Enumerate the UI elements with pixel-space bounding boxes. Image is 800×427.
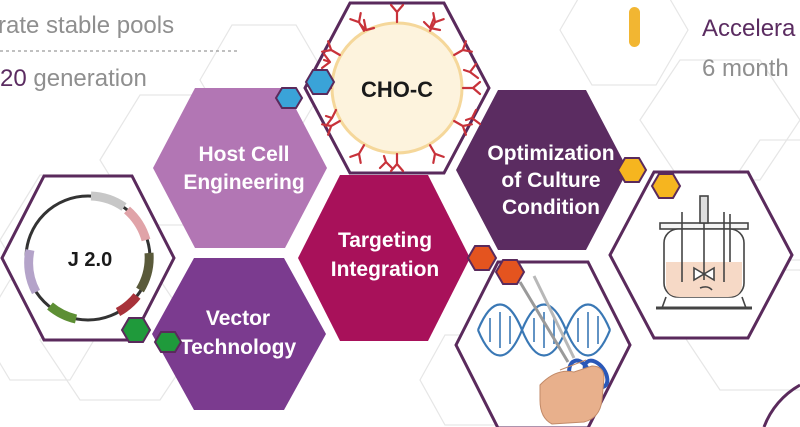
hex-cho-cell: CHO-C	[303, 1, 491, 175]
targeting-line2: Integration	[331, 258, 440, 281]
connector-hex-blue	[304, 69, 336, 95]
host-cell-line1: Host Cell	[198, 143, 289, 166]
hand-icon	[539, 359, 605, 425]
generation-number: 20	[0, 65, 27, 92]
connector-hex-green	[120, 317, 152, 343]
top-right-line2: 6 month	[702, 55, 789, 82]
top-left-line1: rate stable pools	[0, 12, 174, 39]
connector-hex-yellow	[616, 157, 648, 183]
host-cell-line2: Engineering	[183, 171, 304, 194]
hex-host-cell-engineering: Host Cell Engineering	[153, 88, 327, 248]
decorative-arc	[762, 383, 800, 427]
generation-label: generation	[27, 65, 147, 92]
bioreactor-icon	[656, 195, 752, 310]
optimization-line1: Optimization	[487, 142, 614, 165]
optimization-line3: Condition	[502, 196, 600, 219]
vector-line1: Vector	[206, 307, 270, 330]
connector-hex-red	[466, 245, 498, 271]
targeting-line1: Targeting	[338, 229, 432, 252]
vector-line2: Technology	[180, 336, 297, 359]
connector-hex-red-2	[494, 259, 526, 285]
hex-bioreactor	[608, 170, 794, 340]
top-right-line1: Accelera	[702, 15, 796, 42]
dna-helix-icon	[476, 303, 612, 357]
accent-bar	[629, 7, 640, 47]
hex-plasmid: J 2.0	[0, 174, 176, 342]
plasmid-label: J 2.0	[68, 249, 112, 271]
hex-dna-editing	[454, 260, 632, 427]
hex-vector-technology: Vector Technology	[152, 258, 326, 410]
hex-targeting-integration: Targeting Integration	[298, 175, 470, 341]
plasmid-icon	[24, 191, 154, 324]
optimization-line2: of Culture	[501, 169, 600, 192]
cho-label: CHO-C	[361, 77, 433, 102]
connector-hex-blue-small	[274, 87, 304, 109]
connector-hex-green-2	[153, 331, 183, 353]
connector-hex-yellow-2	[650, 173, 682, 199]
hex-optimization-culture: Optimization of Culture Condition	[456, 90, 628, 250]
top-left-line2: 20 generation	[0, 65, 147, 92]
